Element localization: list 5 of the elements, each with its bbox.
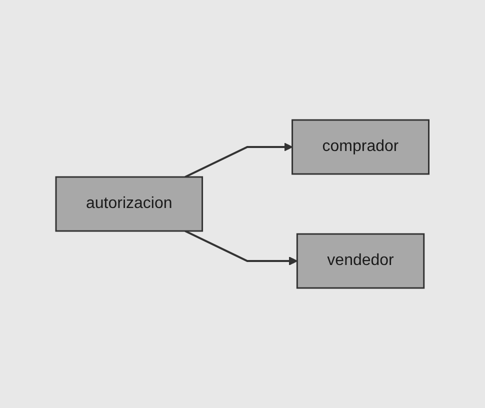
node-box: vendedor [296,233,425,289]
node-box: comprador [292,119,430,175]
arrow [184,142,293,178]
node-box: autorizacion [55,176,204,232]
arrow [184,230,298,266]
